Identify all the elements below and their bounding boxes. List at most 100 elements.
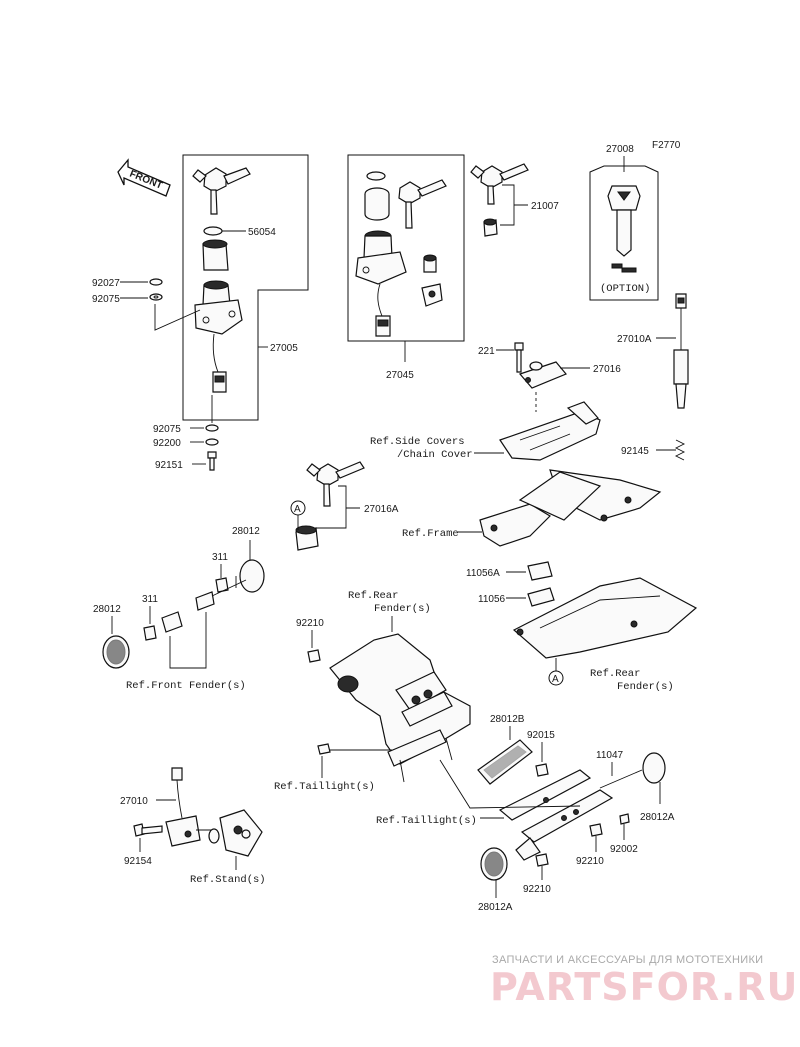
bolt-92154-icon — [133, 823, 163, 837]
ref-taillight-2: Ref.Taillight(s) — [376, 815, 477, 827]
label-11056a: 11056A — [466, 568, 500, 579]
label-92210-top: 92210 — [296, 618, 324, 629]
label-221: 221 — [478, 346, 495, 357]
label-92154: 92154 — [124, 856, 152, 867]
label-21007: 21007 — [531, 201, 559, 212]
key-cylinder-21007-icon — [483, 218, 498, 237]
box-27045 — [347, 154, 465, 342]
cap-icon — [202, 239, 229, 271]
front-arrow-label: FRONT — [128, 169, 164, 192]
ref-rear-fender-right-1: Ref.Rear — [590, 668, 640, 680]
frame-icon — [479, 392, 662, 547]
ref-rear-fender-right-2: Fender(s) — [617, 681, 674, 693]
reflector-28012-icon — [239, 559, 265, 593]
ref-side-covers-2: /Chain Cover — [397, 449, 473, 461]
ref-stand: Ref.Stand(s) — [190, 874, 266, 886]
option-label: (OPTION) — [600, 283, 650, 295]
reflector-28012a-bottom-icon — [480, 847, 508, 881]
label-92210-bottom: 92210 — [523, 884, 551, 895]
reflector-28012a-right-icon — [642, 752, 666, 784]
bracket-11047-icon — [498, 769, 614, 861]
label-28012-left: 28012 — [93, 604, 121, 615]
ref-taillight-1: Ref.Taillight(s) — [274, 781, 375, 793]
reflector-28012b-icon — [477, 739, 533, 785]
switch-27010a-icon — [673, 293, 689, 409]
nut-311-left-icon — [143, 625, 157, 641]
label-11056: 11056 — [478, 594, 506, 605]
label-28012b: 28012B — [490, 714, 525, 725]
license-bracket-icon — [329, 633, 471, 783]
ref-rear-fender-top-2: Fender(s) — [374, 603, 431, 615]
side-stand-switch-27010-icon — [165, 767, 214, 847]
label-92151: 92151 — [155, 460, 183, 471]
watermark-brand: PARTSFOR.RU — [490, 965, 798, 1009]
nut-311-icon — [215, 577, 229, 593]
reflector-28012-left-icon — [102, 635, 130, 669]
label-311-left: 311 — [142, 594, 158, 605]
clip-11056-icon — [527, 587, 555, 607]
callout-a-right-text: A — [552, 674, 559, 685]
label-311-top: 311 — [212, 552, 228, 563]
rear-fender-icon — [512, 577, 698, 659]
label-27016: 27016 — [593, 364, 621, 375]
small-cap-icon — [423, 254, 437, 273]
ring-icon — [366, 171, 386, 181]
front-arrow-icon: FRONT — [117, 158, 171, 197]
ref-front-fender: Ref.Front Fender(s) — [126, 680, 246, 692]
lock-bracket-icon — [421, 283, 443, 307]
screw-221-icon — [514, 342, 524, 373]
callout-a-left-text: A — [294, 504, 301, 515]
stand-bracket-icon — [208, 809, 263, 857]
label-27005: 27005 — [270, 343, 298, 354]
option-box — [589, 165, 659, 301]
label-56054: 56054 — [248, 227, 276, 238]
label-28012a-right: 28012A — [640, 812, 675, 823]
label-28012a-bottom: 28012A — [478, 902, 513, 913]
ignition-key-21007-icon — [470, 163, 529, 205]
ignition-key-27045-icon — [398, 179, 447, 229]
ignition-key-27016a-icon — [306, 461, 365, 507]
washer-92027-icon — [149, 278, 163, 286]
figure-code: F2770 — [652, 140, 681, 151]
washer-92075b-icon — [205, 424, 219, 432]
stud-icon — [195, 579, 247, 611]
screw-taillight-icon — [317, 743, 331, 755]
label-92002: 92002 — [610, 844, 638, 855]
ref-rear-fender-top-1: Ref.Rear — [348, 590, 398, 602]
box-27005 — [182, 154, 309, 421]
cylinder-27016a-icon — [295, 525, 319, 551]
label-27008: 27008 — [606, 144, 634, 155]
label-27010a: 27010A — [617, 334, 652, 345]
label-27016a: 27016A — [364, 504, 399, 515]
label-27010: 27010 — [120, 796, 148, 807]
label-11047: 11047 — [596, 750, 624, 761]
ignition-switch-27045-icon — [355, 230, 407, 337]
nut-92015-icon — [535, 763, 549, 777]
ignition-key-icon — [192, 167, 251, 215]
label-28012-top: 28012 — [232, 526, 260, 537]
clip-11056a-icon — [527, 561, 553, 581]
ref-frame: Ref.Frame — [402, 528, 459, 540]
watermark-tagline: ЗАПЧАСТИ И АКСЕССУАРЫ ДЛЯ МОТОТЕХНИКИ — [492, 954, 763, 966]
label-92015: 92015 — [527, 730, 555, 741]
spring-92145-icon — [674, 439, 686, 461]
label-92200: 92200 — [153, 438, 181, 449]
nut-92210-top-icon — [307, 649, 321, 663]
bolt-92151-icon — [207, 451, 217, 471]
bracket-27016-icon — [518, 361, 567, 389]
screw-92002-icon — [619, 813, 630, 825]
ignition-switch-27005-icon — [194, 280, 243, 393]
blank-key-27008-icon — [607, 185, 641, 257]
washer-92200-icon — [205, 438, 219, 446]
label-92075-bottom: 92075 — [153, 424, 181, 435]
washer-92075-icon — [149, 293, 163, 301]
label-92075-top: 92075 — [92, 294, 120, 305]
cylinder-icon — [364, 187, 390, 221]
nut-92210-bottom-icon — [535, 853, 549, 867]
spacer-icon — [161, 611, 183, 633]
label-92210-right: 92210 — [576, 856, 604, 867]
nut-92210-right-icon — [589, 823, 603, 837]
o-ring-56054-icon — [203, 226, 223, 236]
